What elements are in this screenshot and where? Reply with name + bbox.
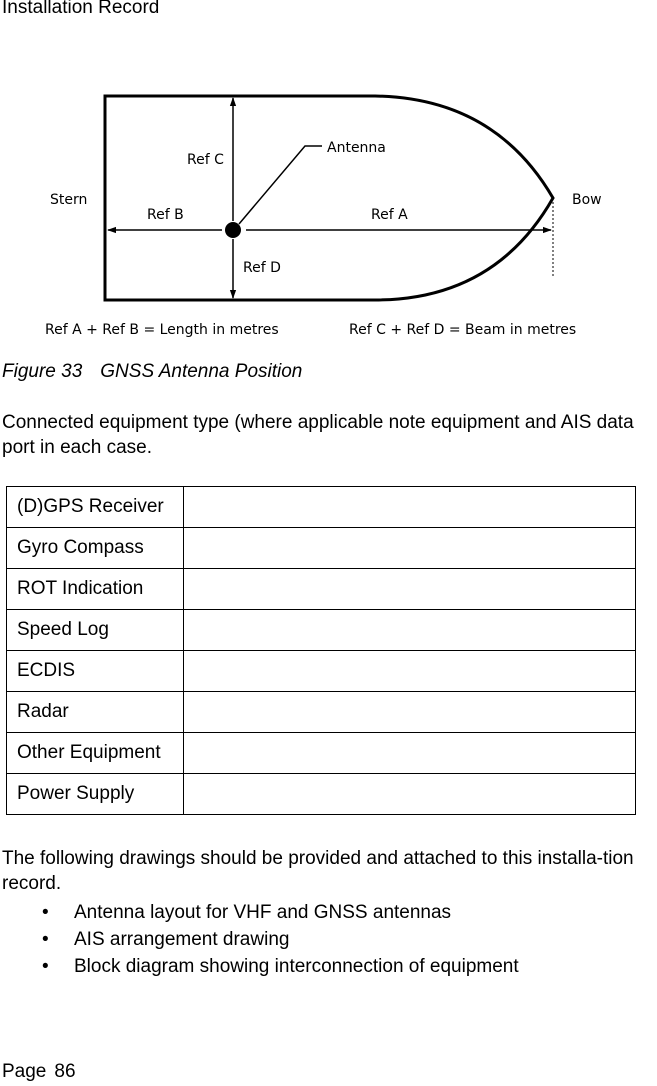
table-row: Gyro Compass [6, 527, 636, 569]
equipment-table: (D)GPS Receiver Gyro Compass ROT Indicat… [6, 486, 636, 815]
equipment-entry-cell[interactable] [183, 486, 636, 528]
drawings-paragraph: The following drawings should be provide… [2, 848, 634, 894]
antenna-leader-line [238, 145, 322, 225]
equipment-label: Radar [6, 691, 184, 733]
running-header: Installation Record [2, 0, 160, 18]
list-item: • AIS arrangement drawing [0, 929, 519, 956]
page-footer: Page 86 [2, 1061, 76, 1083]
equipment-label: (D)GPS Receiver [6, 486, 184, 528]
intro-paragraph: Connected equipment type (where applicab… [2, 412, 634, 458]
table-row: ECDIS [6, 650, 636, 692]
page-label: Page [2, 1061, 47, 1082]
equipment-label: Other Equipment [6, 732, 184, 774]
table-row: Speed Log [6, 609, 636, 651]
figure-caption: Figure 33 GNSS Antenna Position [2, 361, 302, 383]
equipment-entry-cell[interactable] [183, 650, 636, 692]
list-item-text: AIS arrangement drawing [74, 929, 290, 950]
table-row: Power Supply [6, 773, 636, 815]
bullet-icon: • [42, 902, 49, 923]
antenna-position-dot [225, 222, 241, 238]
list-item: • Block diagram showing interconnection o… [0, 956, 519, 983]
page-number: 86 [54, 1061, 76, 1082]
table-row: (D)GPS Receiver [6, 486, 636, 528]
gnss-antenna-diagram: Stern Bow Antenna Ref C Ref B Ref A Ref … [45, 94, 602, 338]
equipment-entry-cell[interactable] [183, 568, 636, 610]
bullet-icon: • [42, 929, 49, 950]
figure-title: GNSS Antenna Position [100, 361, 303, 382]
table-row: Other Equipment [6, 732, 636, 774]
hull-outline [103, 94, 555, 302]
figure-number: Figure 33 [2, 361, 83, 382]
equipment-entry-cell[interactable] [183, 527, 636, 569]
ref-d-label: Ref D [243, 260, 281, 276]
equipment-label: Power Supply [6, 773, 184, 815]
list-item-text: Antenna layout for VHF and GNSS antennas [74, 902, 452, 923]
equipment-label: ECDIS [6, 650, 184, 692]
equipment-entry-cell[interactable] [183, 773, 636, 815]
bullet-icon: • [42, 956, 49, 977]
table-row: Radar [6, 691, 636, 733]
equipment-label: ROT Indication [6, 568, 184, 610]
list-item-text: Block diagram showing interconnection of… [74, 956, 519, 977]
stern-label: Stern [50, 192, 87, 208]
beam-formula: Ref C + Ref D = Beam in metres [349, 322, 576, 338]
ref-a-label: Ref A [371, 207, 408, 223]
bow-label: Bow [572, 192, 602, 208]
equipment-label: Speed Log [6, 609, 184, 651]
ref-b-label: Ref B [147, 207, 184, 223]
equipment-entry-cell[interactable] [183, 691, 636, 733]
table-row: ROT Indication [6, 568, 636, 610]
drawings-list: • Antenna layout for VHF and GNSS antenna… [0, 902, 519, 983]
equipment-label: Gyro Compass [6, 527, 184, 569]
equipment-entry-cell[interactable] [183, 732, 636, 774]
list-item: • Antenna layout for VHF and GNSS antenna… [0, 902, 519, 929]
ref-c-label: Ref C [187, 152, 224, 168]
equipment-entry-cell[interactable] [183, 609, 636, 651]
length-formula: Ref A + Ref B = Length in metres [45, 322, 279, 338]
antenna-label: Antenna [327, 140, 386, 156]
